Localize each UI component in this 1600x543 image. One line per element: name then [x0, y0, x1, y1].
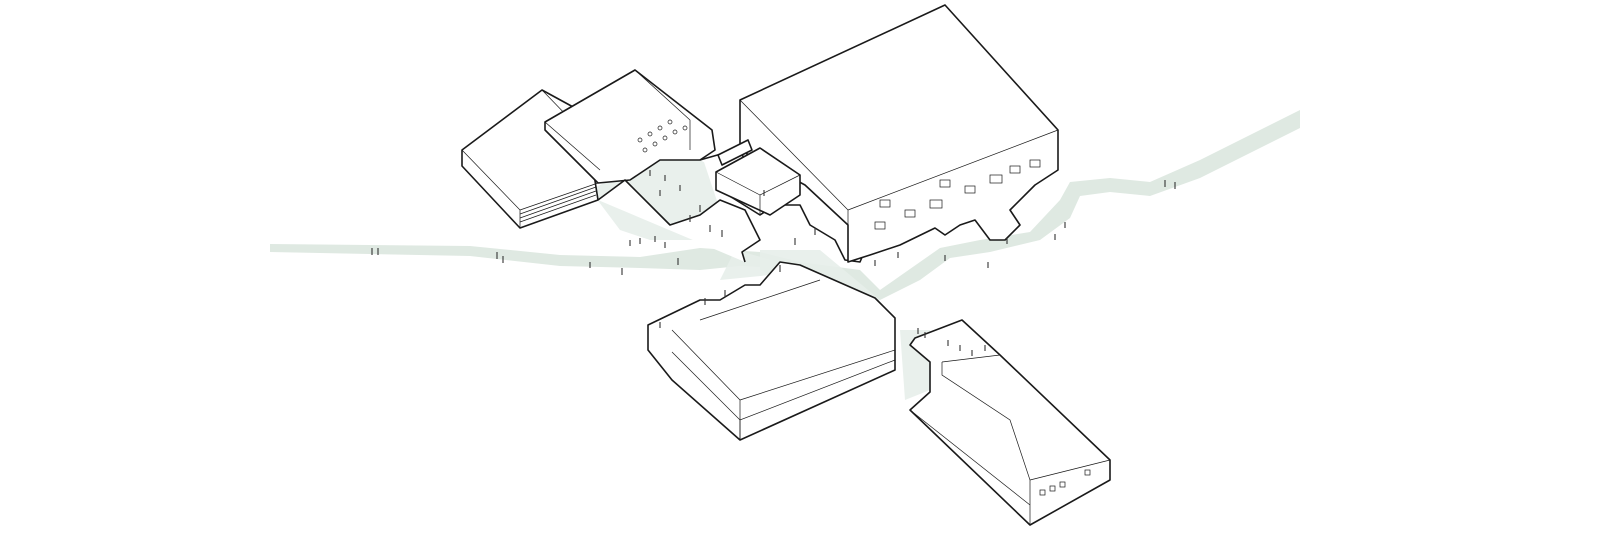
west-hall — [461, 69, 716, 229]
landscape-band — [270, 110, 1300, 300]
central-hall — [647, 261, 896, 441]
south-hall — [909, 319, 1111, 526]
north-block — [715, 4, 1059, 263]
people-figures — [371, 170, 1176, 356]
